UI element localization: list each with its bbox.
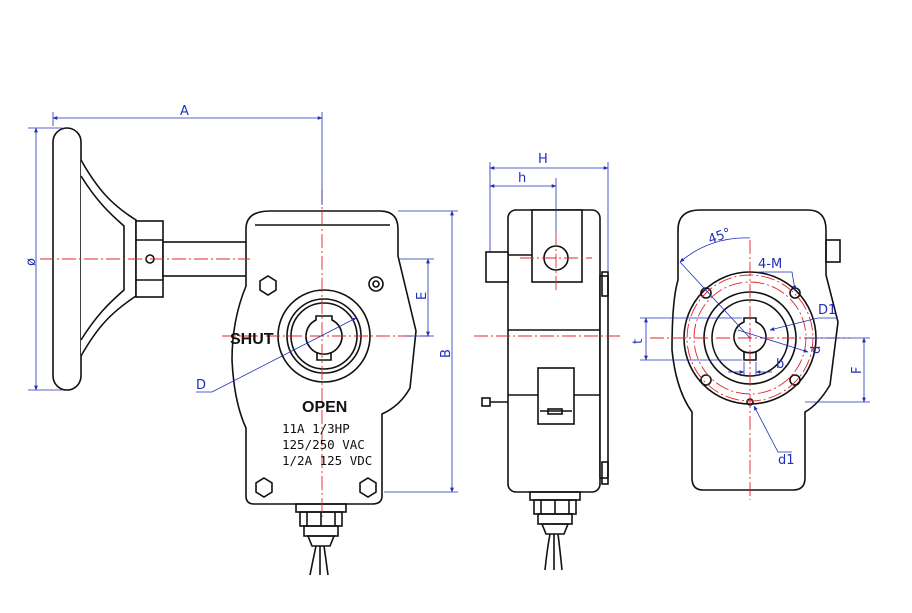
mounting-hole (789, 374, 801, 386)
cable-gland-icon (295, 503, 347, 576)
dim-label-B: B (439, 349, 454, 358)
dim-label-4M: 4-M (758, 257, 782, 272)
hex-bolt (259, 275, 277, 296)
dim-label-b: b (776, 357, 784, 372)
hex-bolt (255, 477, 273, 498)
dim-label-d1: d1 (778, 453, 795, 468)
dim-label-D1: D1 (818, 303, 836, 318)
dimension-lines (28, 112, 870, 493)
rating-line-2: 125/250 VAC (282, 437, 365, 452)
keyed-bore (733, 317, 767, 354)
dim-label-A: A (180, 104, 189, 119)
cable-gland-icon (529, 491, 581, 571)
dim-label-F: F (850, 367, 865, 374)
shut-label: SHUT (230, 331, 274, 348)
hex-bolt (359, 477, 377, 498)
dim-label-d: d (809, 346, 824, 354)
dim-label-D: D (196, 378, 206, 393)
side-flange (599, 275, 609, 479)
dim-label-h: h (518, 171, 526, 186)
rating-line-1: 11A 1/3HP (282, 421, 350, 436)
dim-label-H: H (538, 152, 548, 167)
switch-housing (231, 210, 417, 505)
front-view (52, 127, 417, 576)
side-window (537, 367, 575, 425)
dim-label-phi: ø (24, 258, 39, 266)
dim-label-angle: 45° (706, 226, 733, 248)
mounting-hole (700, 374, 712, 386)
mounting-hole (700, 287, 712, 299)
screw (368, 276, 384, 292)
side-view (481, 209, 609, 571)
rating-line-3: 1/2A 125 VDC (282, 453, 372, 468)
keyed-bore (305, 315, 343, 355)
dim-label-E: E (415, 292, 430, 300)
open-label: OPEN (302, 399, 347, 416)
dim-label-t: t (631, 339, 646, 344)
